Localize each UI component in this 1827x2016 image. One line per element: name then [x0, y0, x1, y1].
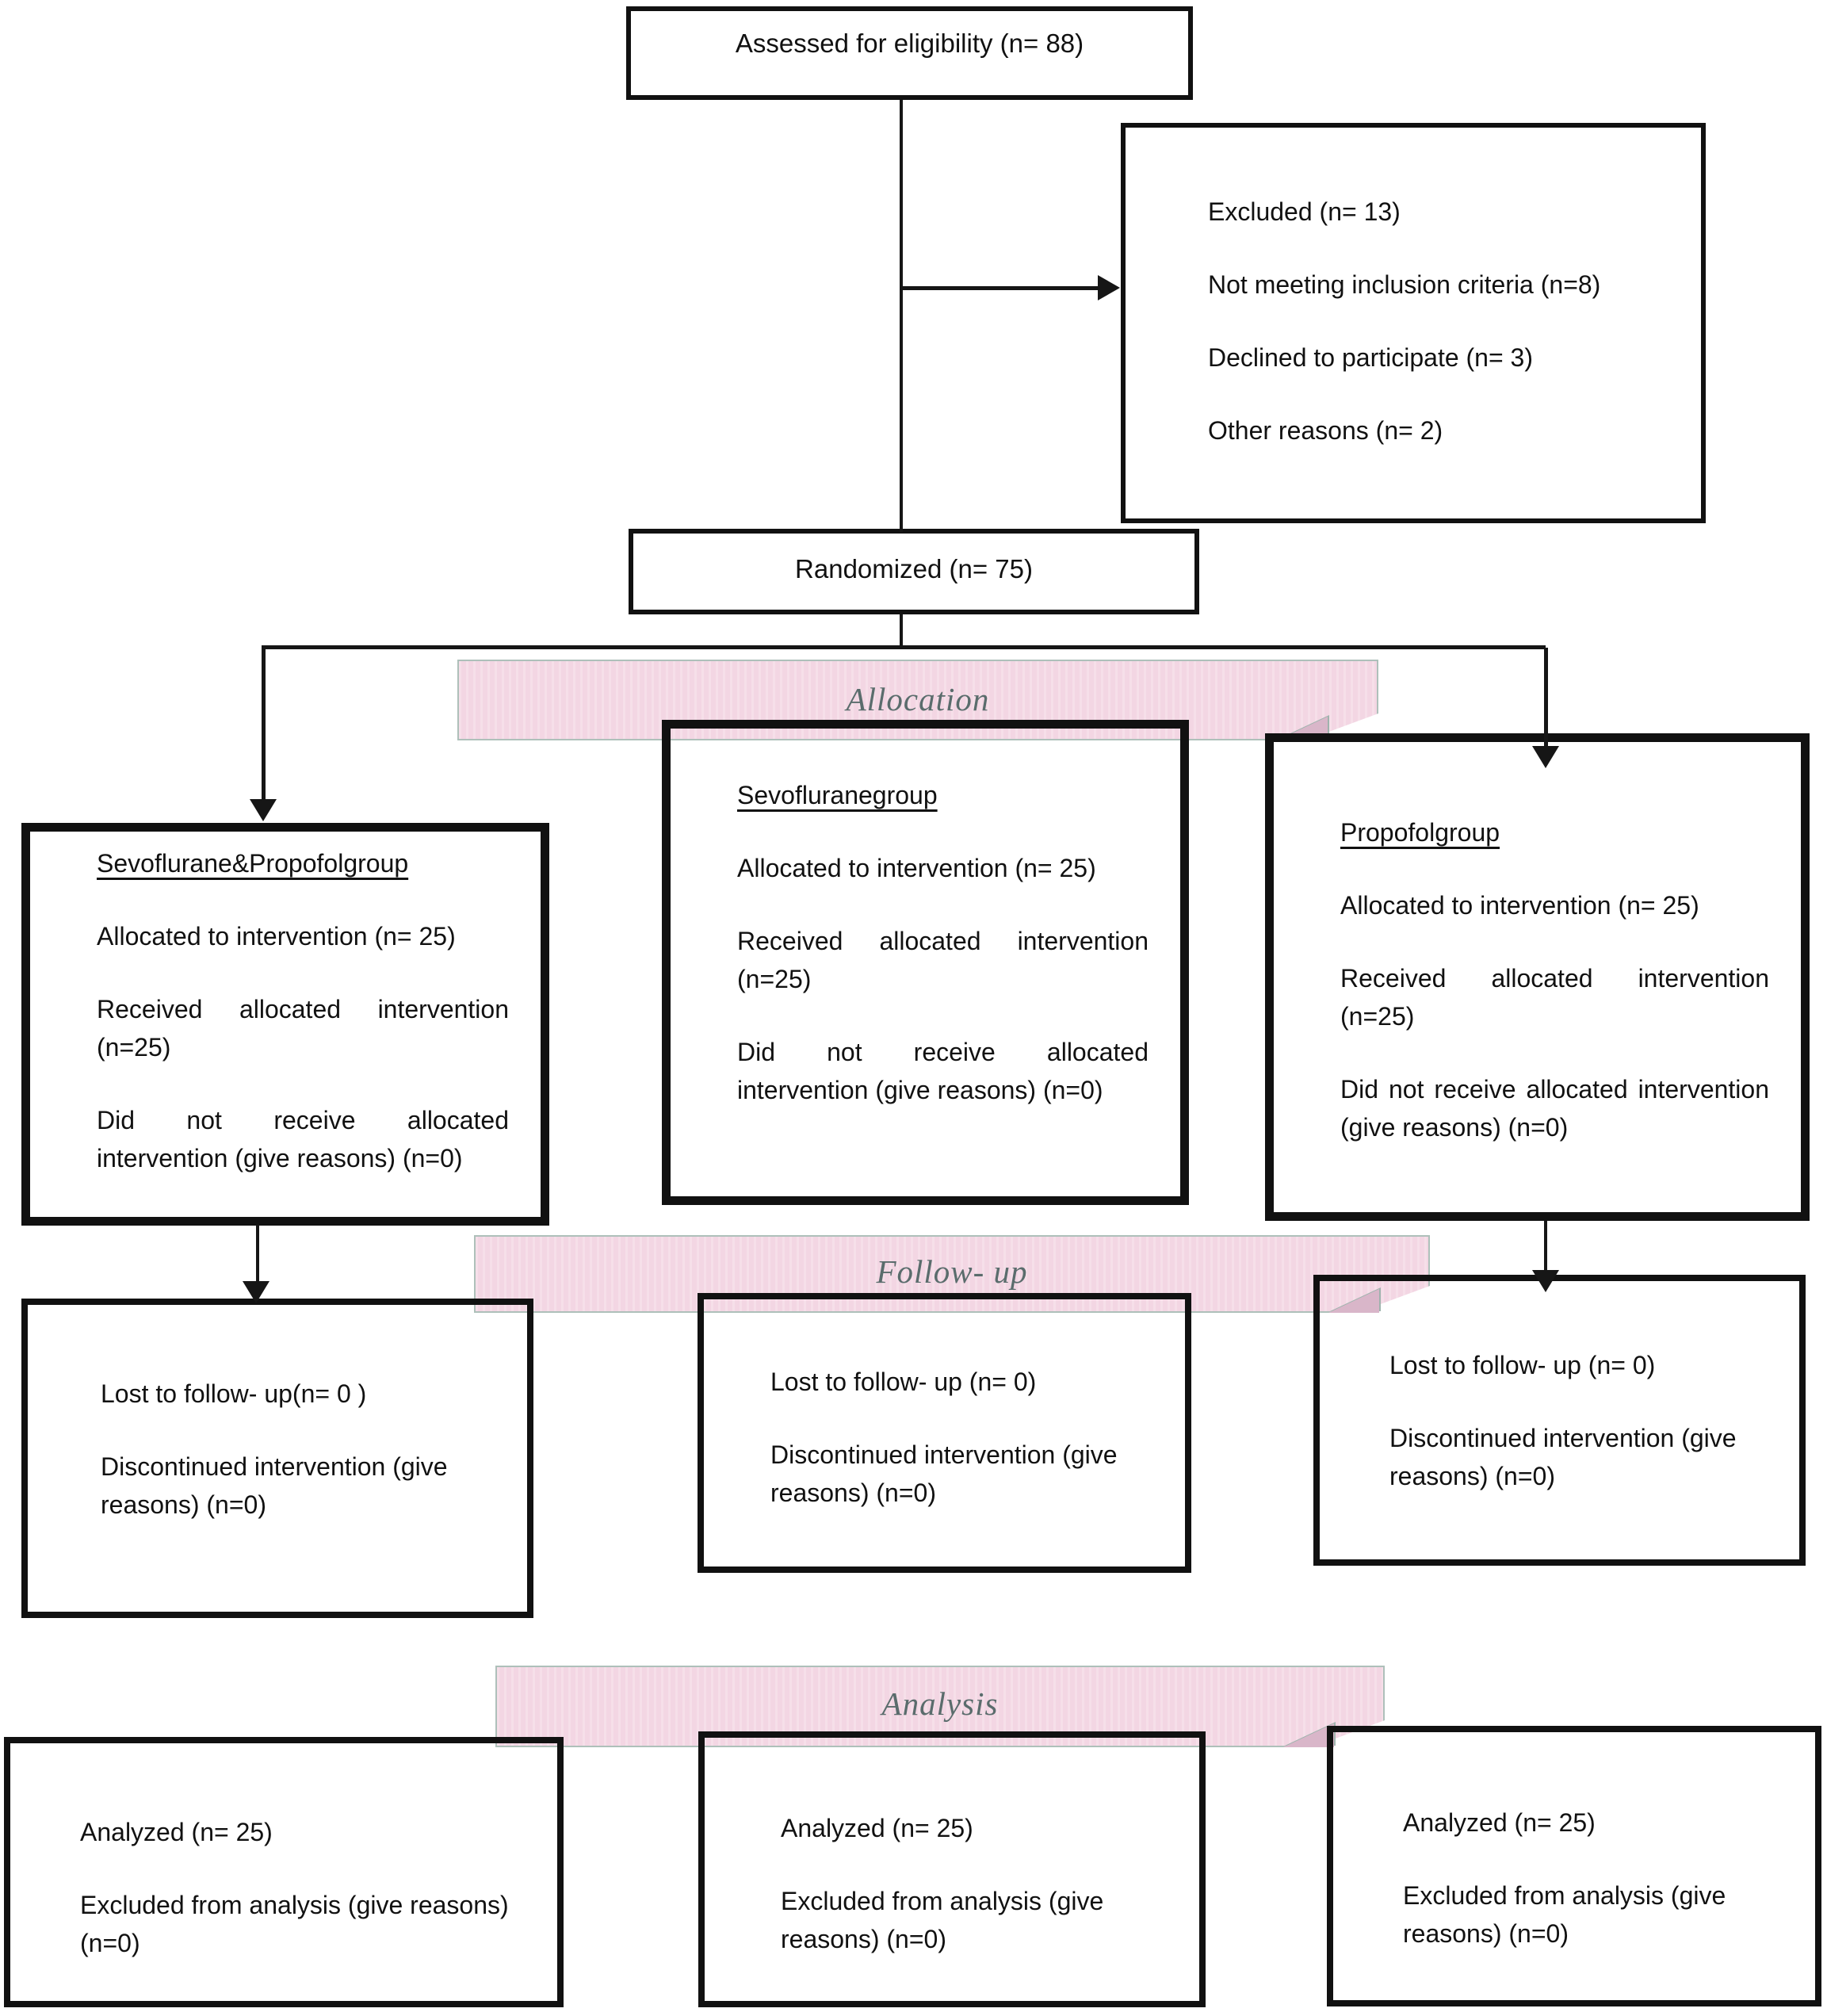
- excluded-line: Excluded (n= 13): [1208, 197, 1401, 226]
- followup-paragraph: Discontinued intervention (give reasons)…: [1389, 1424, 1737, 1490]
- allocation-paragraph: Received allocated intervention (n=25): [737, 927, 1149, 993]
- arrowhead-down-icon: [250, 799, 277, 821]
- connector-to-left-followup: [256, 1225, 259, 1285]
- analysis-box-sevoflurane-propofol: Analyzed (n= 25) Excluded from analysis …: [4, 1737, 564, 2007]
- followup-banner-label: Follow- up: [876, 1253, 1028, 1290]
- arrowhead-down-icon: [1532, 1270, 1559, 1292]
- group-title: Sevofluranegroup: [737, 781, 938, 809]
- group-title: Sevoflurane&Propofolgroup: [97, 849, 409, 878]
- analysis-paragraph: Analyzed (n= 25): [781, 1814, 973, 1842]
- connector-assessed-to-randomized: [900, 100, 903, 532]
- followup-paragraph: Discontinued intervention (give reasons)…: [770, 1440, 1118, 1507]
- allocation-paragraph: Received allocated intervention (n=25): [1340, 964, 1769, 1031]
- connector-to-right-followup: [1544, 1221, 1547, 1273]
- followup-box-sevoflurane: Lost to follow- up (n= 0) Discontinued i…: [698, 1293, 1191, 1573]
- allocation-box-propofol: Propofolgroup Allocated to intervention …: [1265, 733, 1810, 1221]
- followup-box-sevoflurane-propofol: Lost to follow- up(n= 0 ) Discontinued i…: [21, 1299, 533, 1618]
- analysis-paragraph: Analyzed (n= 25): [80, 1818, 273, 1846]
- followup-paragraph: Lost to follow- up (n= 0): [1389, 1351, 1656, 1379]
- connector-to-left-allocation: [262, 648, 266, 803]
- followup-paragraph: Discontinued intervention (give reasons)…: [101, 1452, 448, 1519]
- excluded-line: Other reasons (n= 2): [1208, 416, 1443, 445]
- analysis-paragraph: Excluded from analysis (give reasons) (n…: [781, 1887, 1104, 1953]
- analysis-paragraph: Analyzed (n= 25): [1403, 1808, 1596, 1837]
- excluded-line: Not meeting inclusion criteria (n=8): [1208, 270, 1601, 299]
- allocation-paragraph: Did not receive allocated intervention (…: [97, 1106, 509, 1172]
- allocation-paragraph: Did not receive allocated intervention (…: [1340, 1075, 1769, 1142]
- assessed-eligibility-text: Assessed for eligibility (n= 88): [735, 29, 1084, 58]
- connector-to-excluded: [901, 286, 1098, 290]
- randomized-text: Randomized (n= 75): [795, 554, 1033, 583]
- allocation-paragraph: Allocated to intervention (n= 25): [737, 854, 1096, 882]
- allocation-paragraph: Allocated to intervention (n= 25): [97, 922, 456, 951]
- followup-banner: Follow- up: [474, 1235, 1430, 1313]
- connector-distribution-line: [262, 645, 1546, 649]
- allocation-box-sevoflurane: Sevofluranegroup Allocated to interventi…: [662, 720, 1189, 1205]
- allocation-paragraph: Allocated to intervention (n= 25): [1340, 891, 1699, 920]
- analysis-banner-label: Analysis: [881, 1685, 999, 1722]
- arrowhead-down-icon: [1532, 746, 1559, 768]
- assessed-eligibility-box: Assessed for eligibility (n= 88): [626, 6, 1193, 100]
- excluded-box: Excluded (n= 13) Not meeting inclusion c…: [1121, 123, 1706, 523]
- followup-paragraph: Lost to follow- up(n= 0 ): [101, 1379, 367, 1408]
- allocation-box-sevoflurane-propofol: Sevoflurane&Propofolgroup Allocated to i…: [21, 823, 549, 1226]
- connector-randomized-stub: [900, 614, 903, 649]
- arrowhead-down-icon: [243, 1281, 269, 1303]
- allocation-banner-label: Allocation: [846, 681, 990, 717]
- followup-paragraph: Lost to follow- up (n= 0): [770, 1368, 1037, 1396]
- group-title: Propofolgroup: [1340, 818, 1500, 847]
- analysis-banner: Analysis: [495, 1666, 1385, 1747]
- analysis-box-sevoflurane: Analyzed (n= 25) Excluded from analysis …: [698, 1731, 1206, 2007]
- excluded-line: Declined to participate (n= 3): [1208, 343, 1533, 372]
- arrowhead-right-icon: [1098, 275, 1120, 300]
- randomized-box: Randomized (n= 75): [629, 529, 1199, 614]
- analysis-box-propofol: Analyzed (n= 25) Excluded from analysis …: [1327, 1726, 1821, 2006]
- followup-box-propofol: Lost to follow- up (n= 0) Discontinued i…: [1313, 1275, 1806, 1566]
- analysis-paragraph: Excluded from analysis (give reasons) (n…: [80, 1891, 509, 1957]
- allocation-paragraph: Did not receive allocated intervention (…: [737, 1038, 1149, 1104]
- analysis-paragraph: Excluded from analysis (give reasons) (n…: [1403, 1881, 1726, 1948]
- allocation-paragraph: Received allocated intervention (n=25): [97, 995, 509, 1062]
- connector-to-right-allocation: [1544, 648, 1548, 746]
- allocation-banner: Allocation: [457, 660, 1378, 740]
